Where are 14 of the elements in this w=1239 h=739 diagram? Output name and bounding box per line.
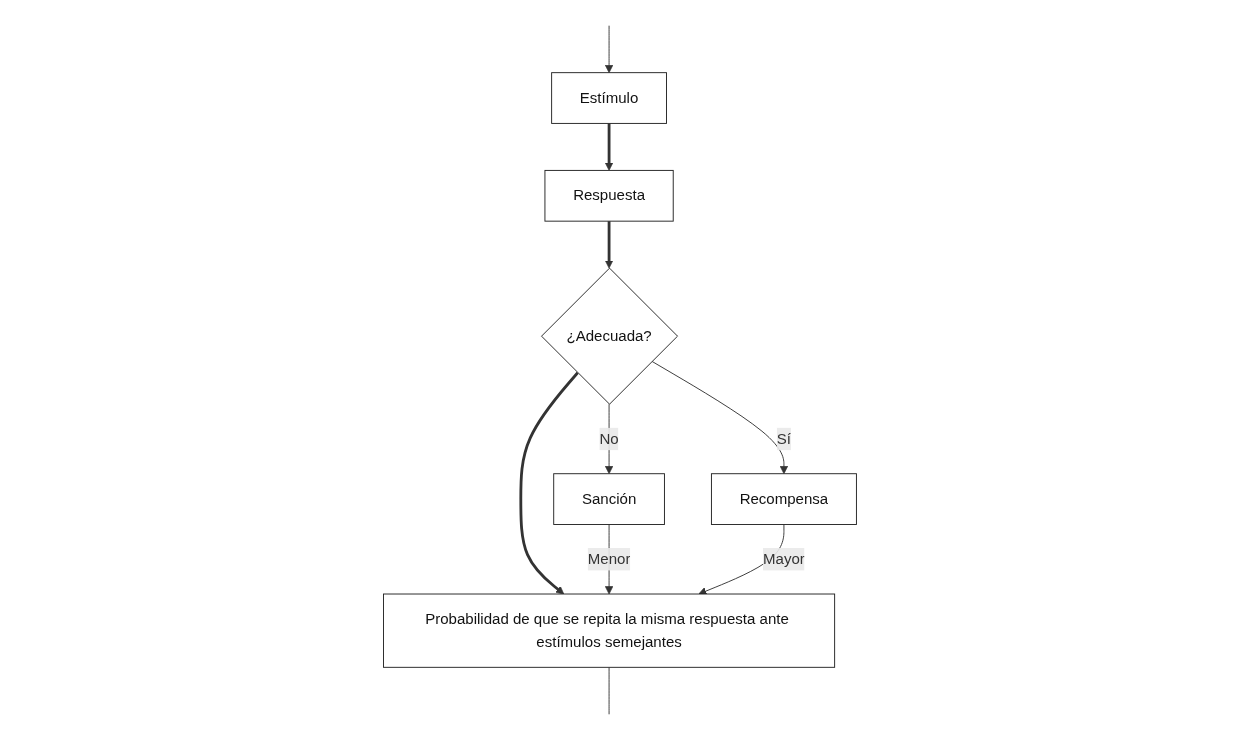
node-box: Estímulo [550, 71, 667, 124]
node-box: Recompensa [710, 472, 857, 525]
connector [608, 666, 610, 715]
arrow [604, 122, 613, 171]
arrow [518, 371, 579, 594]
arrow [604, 220, 613, 268]
edge-label: No [598, 429, 619, 446]
node-box: Respuesta [544, 169, 674, 222]
edge-label: Mayor [762, 550, 805, 567]
edge-label: Menor [587, 550, 630, 567]
node-box: Sanción [552, 472, 665, 525]
edge-label: Sí [776, 429, 791, 446]
node-box: Probabilidad de que se repita la misma respuesta ante estímulos semejantes [382, 593, 835, 668]
node-diamond: ¿Adecuada? [540, 267, 678, 405]
